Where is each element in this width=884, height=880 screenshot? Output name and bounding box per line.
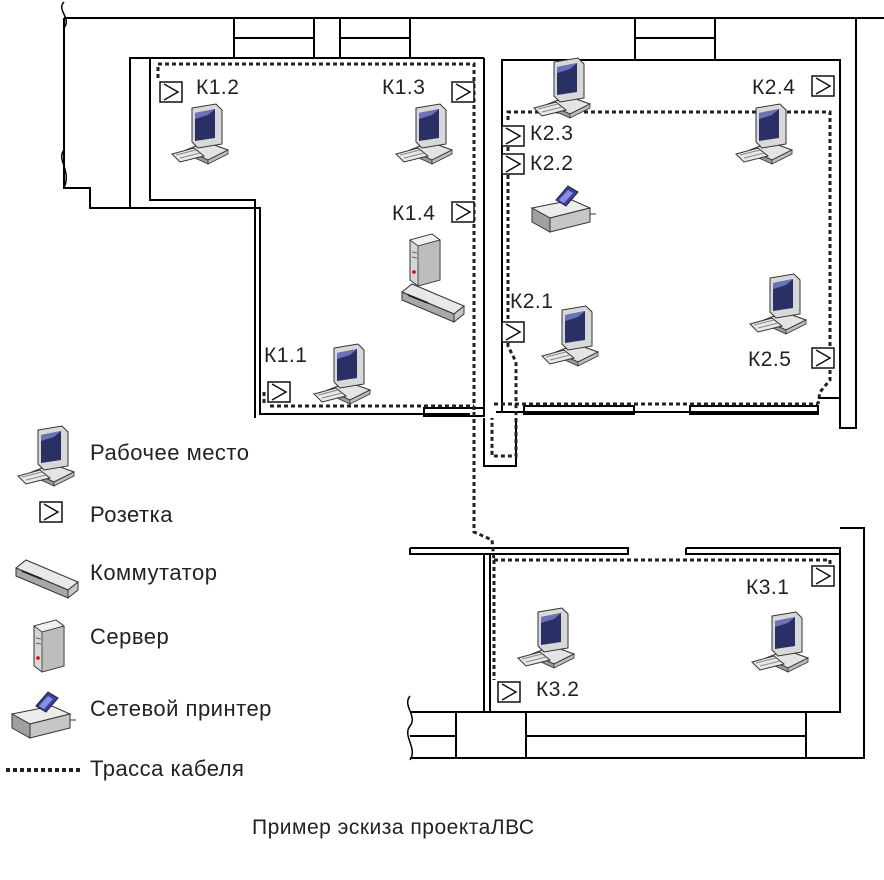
label-k1-4: К1.4 bbox=[392, 202, 436, 225]
label-k1-1: К1.1 bbox=[264, 344, 308, 367]
workstation-icon bbox=[751, 611, 809, 673]
legend-workstation-icon bbox=[17, 425, 75, 487]
label-k3-2: К3.2 bbox=[536, 678, 580, 701]
label-k2-3: К2.3 bbox=[530, 122, 574, 145]
label-k2-2: К2.2 bbox=[530, 152, 574, 175]
workstation-icon bbox=[541, 305, 599, 367]
socket-k2-2 bbox=[501, 153, 525, 175]
socket-k1-3 bbox=[451, 81, 475, 103]
legend-printer-icon bbox=[11, 691, 77, 739]
socket-k1-2 bbox=[159, 81, 183, 103]
printer-icon bbox=[531, 185, 597, 233]
diagram-caption: Пример эскиза проектаЛВС bbox=[252, 816, 535, 839]
workstation-icon bbox=[395, 103, 453, 165]
legend-server-label: Сервер bbox=[90, 624, 170, 649]
server-icon bbox=[409, 233, 441, 287]
workstation-icon bbox=[749, 273, 807, 335]
legend-socket-label: Розетка bbox=[90, 502, 173, 527]
socket-k2-5 bbox=[811, 347, 835, 369]
workstation-icon bbox=[171, 103, 229, 165]
cable-trace bbox=[156, 62, 832, 680]
legend-server-icon bbox=[33, 619, 65, 673]
legend-workstation-label: Рабочее место bbox=[90, 440, 250, 465]
socket-k1-4 bbox=[451, 201, 475, 223]
label-k2-1: К2.1 bbox=[510, 290, 554, 313]
legend-printer-label: Сетевой принтер bbox=[90, 696, 272, 721]
label-k1-3: К1.3 bbox=[382, 76, 426, 99]
legend-socket-icon bbox=[39, 501, 63, 523]
workstation-icon bbox=[533, 57, 591, 119]
socket-k1-1 bbox=[267, 381, 291, 403]
legend-switch-icon bbox=[15, 559, 79, 599]
label-k2-4: К2.4 bbox=[752, 76, 796, 99]
socket-k2-1 bbox=[501, 321, 525, 343]
workstation-icon bbox=[313, 343, 371, 405]
label-k3-1: К3.1 bbox=[746, 576, 790, 599]
socket-k3-2 bbox=[497, 681, 521, 703]
socket-k2-3 bbox=[501, 125, 525, 147]
walls bbox=[63, 17, 884, 759]
socket-k3-1 bbox=[811, 565, 835, 587]
label-k1-2: К1.2 bbox=[196, 76, 240, 99]
legend-cable-label: Трасса кабеля bbox=[90, 756, 245, 781]
socket-k2-4 bbox=[811, 75, 835, 97]
label-k2-5: К2.5 bbox=[748, 348, 792, 371]
workstation-icon bbox=[517, 607, 575, 669]
switch-icon bbox=[401, 283, 465, 323]
workstation-icon bbox=[735, 103, 793, 165]
legend-switch-label: Коммутатор bbox=[90, 560, 218, 585]
